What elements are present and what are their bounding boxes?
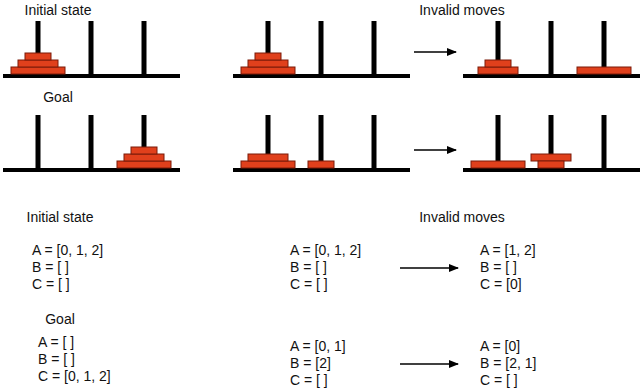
move-arrow xyxy=(414,51,456,53)
state-line: C = [ ] xyxy=(290,277,328,292)
section-heading: Goal xyxy=(45,312,75,327)
section-heading: Goal xyxy=(43,90,73,105)
tower-panel xyxy=(463,115,640,172)
state-line: A = [0] xyxy=(480,339,520,354)
state-line: C = [0] xyxy=(480,277,522,292)
section-heading: Invalid moves xyxy=(419,210,505,225)
tower-panel xyxy=(3,115,180,172)
state-line: A = [ ] xyxy=(38,335,74,350)
move-arrow xyxy=(400,267,458,269)
state-line: C = [0, 1, 2] xyxy=(38,369,111,384)
state-line: B = [ ] xyxy=(38,352,75,367)
state-line: A = [0, 1] xyxy=(290,339,346,354)
tower-panel xyxy=(233,115,410,172)
section-heading: Initial state xyxy=(27,210,94,225)
tower-panel xyxy=(3,21,180,78)
state-line: A = [1, 2] xyxy=(480,243,536,258)
state-line: B = [ ] xyxy=(32,260,69,275)
state-line: B = [ ] xyxy=(290,260,327,275)
section-heading: Initial state xyxy=(25,3,92,18)
state-line: C = [ ] xyxy=(480,373,518,388)
move-arrow xyxy=(400,363,458,365)
tower-panel xyxy=(233,21,410,78)
state-line: B = [ ] xyxy=(480,260,517,275)
state-line: B = [2, 1] xyxy=(480,356,536,371)
state-line: B = [2] xyxy=(290,356,331,371)
state-line: A = [0, 1, 2] xyxy=(290,243,361,258)
state-line: C = [ ] xyxy=(290,373,328,388)
state-line: C = [ ] xyxy=(32,277,70,292)
tower-panel xyxy=(463,21,640,78)
move-arrow xyxy=(414,149,456,151)
section-heading: Invalid moves xyxy=(419,3,505,18)
state-line: A = [0, 1, 2] xyxy=(32,243,103,258)
